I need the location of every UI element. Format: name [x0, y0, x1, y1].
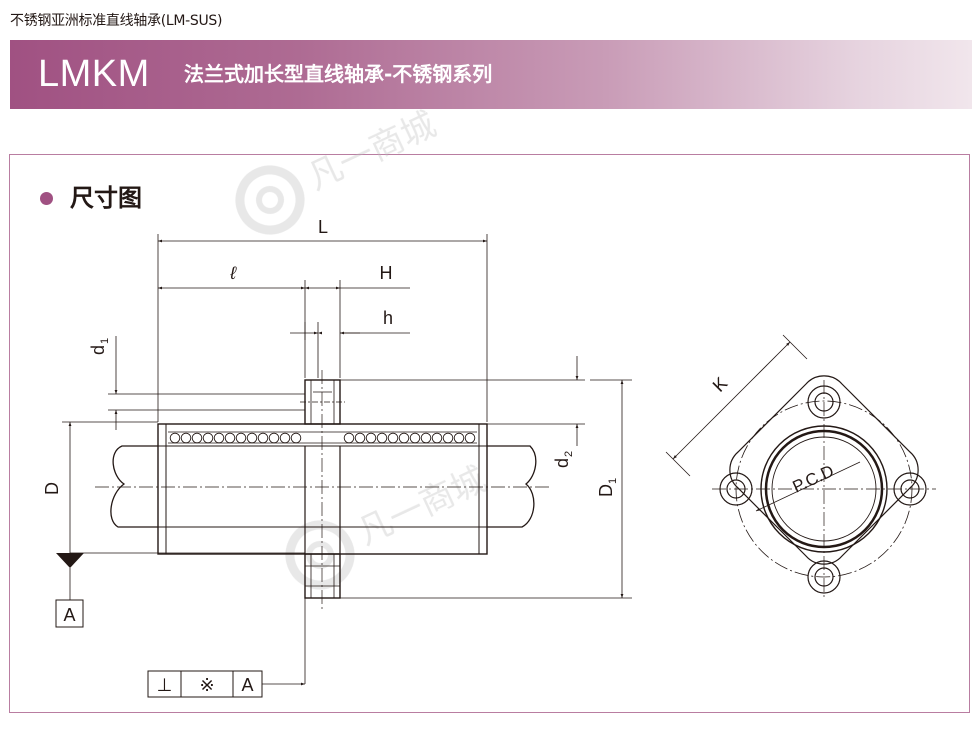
- bearing-ball: [365, 432, 377, 444]
- bearing-ball: [268, 432, 280, 444]
- svg-text:K: K: [709, 373, 732, 396]
- tolerance-value: ※: [199, 675, 214, 695]
- label-d2: d 2: [552, 451, 575, 468]
- title-banner: LMKM 法兰式加长型直线轴承-不锈钢系列: [10, 40, 972, 109]
- svg-text:D: D: [596, 484, 616, 497]
- model-code: LMKM: [38, 53, 150, 95]
- dimension-labels: L ℓ H h d 1 D d 2 D 1: [42, 217, 619, 497]
- svg-text:1: 1: [607, 478, 619, 484]
- label-L: L: [318, 217, 328, 237]
- bearing-ball: [180, 432, 192, 444]
- bearing-ball: [376, 432, 388, 444]
- section-bullet: [40, 192, 53, 205]
- svg-text:D: D: [42, 482, 62, 495]
- svg-text:2: 2: [563, 451, 575, 457]
- label-h: h: [383, 308, 393, 328]
- datum-label: A: [63, 605, 75, 625]
- label-pcd: P.C.D: [790, 461, 837, 496]
- flange-outline: [729, 375, 919, 565]
- bearing-ball: [453, 432, 465, 444]
- bearing-ball: [354, 432, 366, 444]
- front-view: [665, 334, 936, 600]
- bearing-ball: [431, 432, 443, 444]
- svg-text:d: d: [88, 345, 108, 355]
- label-d1: d 1: [88, 338, 111, 355]
- ball-row: [169, 432, 476, 444]
- shaft: [110, 445, 158, 528]
- bearing-ball: [202, 432, 214, 444]
- watermark-text: 凡一商城: [302, 105, 441, 197]
- bearing-ball: [290, 432, 302, 444]
- label-l: ℓ: [229, 263, 237, 283]
- bearing-ball: [398, 432, 410, 444]
- svg-text:P.C.D: P.C.D: [790, 461, 837, 496]
- bearing-ball: [246, 432, 258, 444]
- bearing-ball: [409, 432, 421, 444]
- bearing-ball: [235, 432, 247, 444]
- label-D1: D 1: [596, 478, 619, 497]
- bearing-ball: [442, 432, 454, 444]
- bearing-ball: [169, 432, 181, 444]
- bearing-ball: [257, 432, 269, 444]
- bearing-ball: [343, 432, 355, 444]
- bearing-ball: [213, 432, 225, 444]
- svg-text:d: d: [552, 458, 572, 468]
- dimension-lines: [62, 234, 632, 686]
- datum-marker: A: [55, 553, 84, 628]
- watermark-logo: 凡一商城 凡一商城: [235, 105, 492, 590]
- label-K: K: [709, 373, 732, 396]
- bearing-ball: [279, 432, 291, 444]
- tolerance-datum: A: [241, 675, 253, 695]
- tolerance-frame: ⊥ ※ A: [147, 670, 263, 698]
- bearing-ball: [464, 432, 476, 444]
- section-title: 尺寸图: [70, 184, 142, 212]
- drawing-panel: [9, 154, 970, 713]
- banner-title: 法兰式加长型直线轴承-不锈钢系列: [184, 62, 493, 86]
- perpendicularity-symbol: ⊥: [157, 675, 173, 695]
- flange: [304, 379, 341, 425]
- bearing-ball: [224, 432, 236, 444]
- watermark-text: 凡一商城: [352, 460, 491, 552]
- label-D: D: [42, 482, 62, 495]
- page-caption: 不锈钢亚洲标准直线轴承(LM-SUS): [10, 13, 223, 29]
- bearing-ball: [191, 432, 203, 444]
- label-H: H: [380, 263, 393, 283]
- bearing-ball: [387, 432, 399, 444]
- svg-text:1: 1: [99, 338, 111, 344]
- side-view: [95, 370, 552, 612]
- bearing-ball: [420, 432, 432, 444]
